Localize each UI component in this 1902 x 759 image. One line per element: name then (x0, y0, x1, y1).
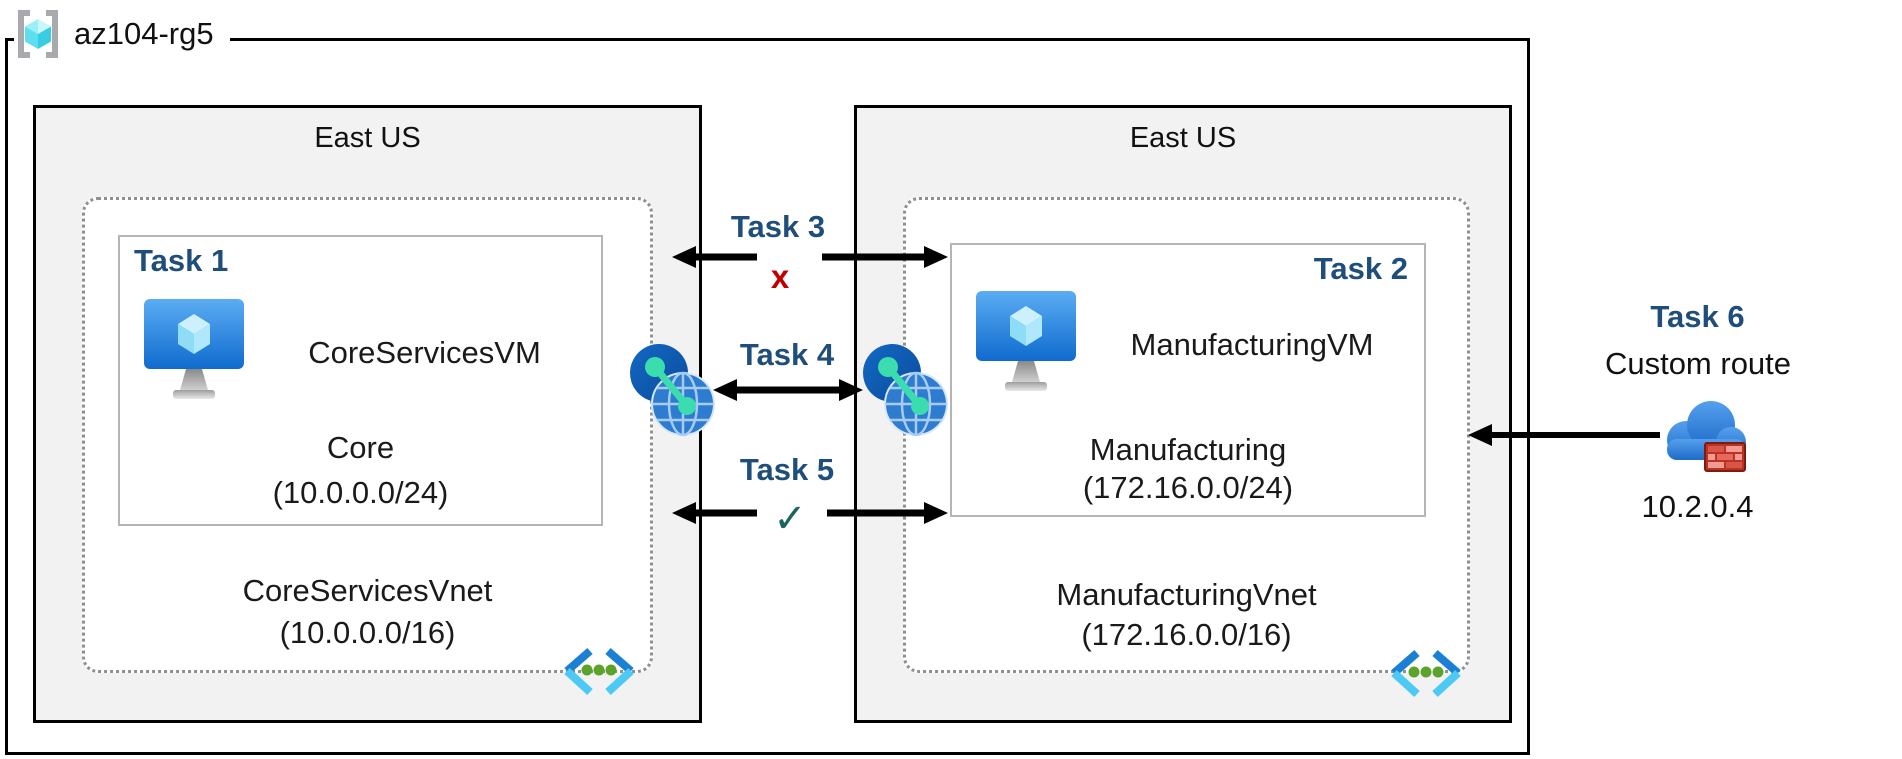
task3-blocked-x: x (770, 258, 790, 295)
task5-check: ✓ (773, 496, 807, 542)
vm-name: ManufacturingVM (1130, 327, 1374, 362)
vnet-icon (1389, 646, 1463, 700)
task6-label: Task 6 (1650, 299, 1745, 334)
peering-icon (629, 343, 715, 437)
region-east-us-left: East US Task 1 CoreServ (33, 105, 702, 723)
vm-row: CoreServicesVM (144, 299, 589, 407)
vnet-icon (562, 644, 636, 698)
task5-label: Task 5 (739, 452, 835, 487)
manufacturing-subnet-box: Task 2 ManufacturingVM Man (950, 243, 1426, 517)
vnet-name: CoreServicesVnet (242, 573, 493, 608)
vm-name: CoreServicesVM (308, 335, 541, 370)
vm-row: ManufacturingVM (976, 291, 1412, 399)
vnet-cidr: (172.16.0.0/16) (1081, 617, 1292, 652)
resource-group-box (5, 38, 1530, 755)
region-title: East US (1129, 122, 1237, 154)
task1-label: Task 1 (134, 243, 229, 278)
subnet-name: Core (326, 430, 395, 465)
core-subnet-box: Task 1 CoreServicesVM Core (118, 235, 603, 526)
vnet-name: ManufacturingVnet (1056, 577, 1317, 612)
vm-icon (976, 291, 1076, 399)
vm-icon (144, 299, 244, 407)
task2-label: Task 2 (1313, 251, 1408, 286)
custom-route-ip: 10.2.0.4 (1641, 489, 1754, 524)
region-east-us-right: East US Task 2 Manufact (854, 105, 1512, 723)
manufacturing-vnet-box: Task 2 ManufacturingVM Man (903, 197, 1470, 673)
resource-group-label: az104-rg5 (14, 6, 230, 62)
resource-group-name: az104-rg5 (74, 16, 214, 51)
peering-icon (862, 343, 948, 437)
region-title: East US (314, 122, 421, 154)
subnet-cidr: (10.0.0.0/24) (272, 475, 449, 510)
subnet-cidr: (172.16.0.0/24) (1082, 470, 1294, 505)
resource-group-icon (14, 8, 62, 60)
task4-label: Task 4 (739, 337, 835, 372)
custom-route-label: Custom route (1604, 346, 1792, 381)
task3-label: Task 3 (730, 209, 826, 244)
core-services-vnet-box: Task 1 CoreServicesVM Core (82, 197, 653, 673)
vnet-cidr: (10.0.0.0/16) (279, 615, 456, 650)
subnet-name: Manufacturing (1089, 432, 1287, 467)
nva-cloud-icon (1652, 393, 1747, 475)
